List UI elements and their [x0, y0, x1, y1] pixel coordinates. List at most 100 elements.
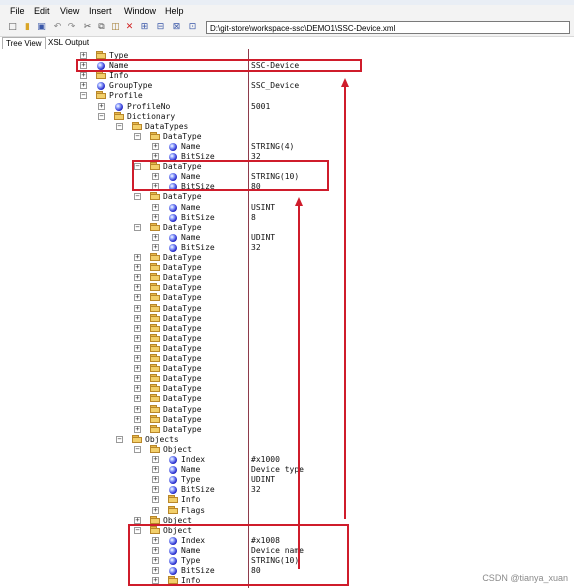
- expand-toggle-icon[interactable]: +: [134, 263, 141, 272]
- node-value[interactable]: 32: [251, 485, 261, 495]
- undo-icon[interactable]: ↶: [53, 22, 62, 32]
- expand-toggle-icon[interactable]: +: [134, 414, 141, 423]
- cut-icon[interactable]: ✂: [83, 22, 92, 32]
- add-element-icon[interactable]: ⊞: [140, 22, 149, 32]
- tree-row-element[interactable]: +DataType: [0, 394, 574, 404]
- expand-toggle-icon[interactable]: +: [134, 323, 141, 332]
- tree-row-element[interactable]: +DataType: [0, 424, 574, 435]
- open-folder-icon[interactable]: ▮: [25, 22, 30, 32]
- collapse-toggle-icon[interactable]: −: [116, 434, 123, 443]
- expand-toggle-icon[interactable]: +: [134, 364, 141, 373]
- expand-toggle-icon[interactable]: +: [80, 81, 87, 90]
- expand-toggle-icon[interactable]: +: [152, 566, 159, 575]
- node-value[interactable]: 8: [251, 212, 256, 222]
- collapse-toggle-icon[interactable]: −: [80, 91, 87, 100]
- expand-toggle-icon[interactable]: +: [152, 485, 159, 494]
- menu-file[interactable]: File: [10, 6, 25, 16]
- menu-edit[interactable]: Edit: [34, 6, 50, 16]
- expand-toggle-icon[interactable]: +: [152, 545, 159, 554]
- tree-row-element[interactable]: +DataType: [0, 384, 574, 394]
- expand-toggle-icon[interactable]: +: [134, 343, 141, 352]
- node-value[interactable]: STRING(4): [251, 141, 295, 151]
- insert-before-icon[interactable]: ⊠: [172, 22, 181, 32]
- expand-toggle-icon[interactable]: +: [134, 424, 141, 433]
- expand-toggle-icon[interactable]: +: [152, 232, 159, 241]
- expand-toggle-icon[interactable]: +: [80, 51, 87, 59]
- expand-toggle-icon[interactable]: +: [152, 576, 159, 585]
- expand-toggle-icon[interactable]: +: [134, 303, 141, 312]
- expand-toggle-icon[interactable]: +: [134, 283, 141, 292]
- tree-row-element[interactable]: −DataType: [0, 131, 574, 142]
- collapse-toggle-icon[interactable]: −: [98, 111, 105, 120]
- delete-icon[interactable]: ✕: [125, 22, 134, 32]
- tree-row-element[interactable]: +Info: [0, 71, 574, 81]
- expand-toggle-icon[interactable]: +: [152, 455, 159, 463]
- expand-toggle-icon[interactable]: +: [134, 253, 141, 261]
- tree-row-element[interactable]: +DataType: [0, 414, 574, 425]
- expand-toggle-icon[interactable]: +: [152, 465, 159, 474]
- redo-icon[interactable]: ↷: [67, 22, 76, 32]
- node-value[interactable]: 32: [251, 152, 261, 161]
- tree-row-element[interactable]: −Objects: [0, 434, 574, 445]
- tree-row-element[interactable]: −DataType: [0, 192, 574, 202]
- node-value[interactable]: 80: [251, 182, 261, 192]
- collapse-toggle-icon[interactable]: −: [134, 222, 141, 231]
- menu-view[interactable]: View: [60, 6, 80, 16]
- tree-row-element[interactable]: +DataType: [0, 364, 574, 374]
- expand-toggle-icon[interactable]: +: [152, 535, 159, 544]
- expand-toggle-icon[interactable]: +: [152, 202, 159, 211]
- collapse-toggle-icon[interactable]: −: [116, 121, 123, 130]
- tree-row-element[interactable]: −Object: [0, 444, 574, 455]
- expand-toggle-icon[interactable]: +: [152, 212, 159, 221]
- expand-toggle-icon[interactable]: +: [134, 354, 141, 362]
- node-value[interactable]: STRING(10): [251, 172, 300, 182]
- tree-row-element[interactable]: +DataType: [0, 313, 574, 324]
- add-child-icon[interactable]: ⊟: [156, 22, 165, 32]
- file-path-field[interactable]: D:\git-store\workspace-ssc\DEMO1\SSC-Dev…: [206, 21, 570, 34]
- collapse-toggle-icon[interactable]: −: [134, 525, 141, 534]
- node-value[interactable]: UDINT: [251, 475, 276, 485]
- tree-row-attribute[interactable]: +Index#x1000: [0, 455, 574, 465]
- copy-icon[interactable]: ⧉: [98, 22, 105, 32]
- expand-toggle-icon[interactable]: +: [152, 152, 159, 160]
- expand-toggle-icon[interactable]: +: [134, 515, 141, 524]
- expand-toggle-icon[interactable]: +: [134, 374, 141, 383]
- tree-row-element[interactable]: +Info: [0, 495, 574, 505]
- node-value[interactable]: SSC_Device: [251, 81, 300, 91]
- tree-row-element[interactable]: +DataType: [0, 323, 574, 334]
- expand-toggle-icon[interactable]: +: [134, 384, 141, 393]
- expand-toggle-icon[interactable]: +: [134, 394, 141, 403]
- expand-toggle-icon[interactable]: +: [152, 172, 159, 181]
- tree-row-element[interactable]: −Object: [0, 525, 574, 536]
- expand-toggle-icon[interactable]: +: [152, 495, 159, 504]
- expand-toggle-icon[interactable]: +: [134, 404, 141, 413]
- tree-row-element[interactable]: +DataType: [0, 283, 574, 293]
- collapse-toggle-icon[interactable]: −: [134, 192, 141, 201]
- node-value[interactable]: Device name: [251, 545, 304, 555]
- paste-icon[interactable]: ◫: [111, 22, 120, 32]
- tree-row-element[interactable]: +DataType: [0, 354, 574, 364]
- expand-toggle-icon[interactable]: +: [152, 505, 159, 514]
- tree-row-element[interactable]: +DataType: [0, 374, 574, 384]
- expand-toggle-icon[interactable]: +: [80, 71, 87, 80]
- node-value[interactable]: UDINT: [251, 232, 276, 242]
- expand-toggle-icon[interactable]: +: [134, 333, 141, 342]
- menu-window[interactable]: Window: [124, 6, 157, 16]
- insert-after-icon[interactable]: ⊡: [188, 22, 197, 32]
- tree-row-attribute[interactable]: +Index#x1008: [0, 536, 574, 546]
- tree-row-element[interactable]: +DataType: [0, 303, 574, 314]
- node-value[interactable]: USINT: [251, 202, 276, 212]
- node-value[interactable]: Device type: [251, 465, 304, 475]
- expand-toggle-icon[interactable]: +: [134, 273, 141, 282]
- node-value[interactable]: 32: [251, 242, 261, 252]
